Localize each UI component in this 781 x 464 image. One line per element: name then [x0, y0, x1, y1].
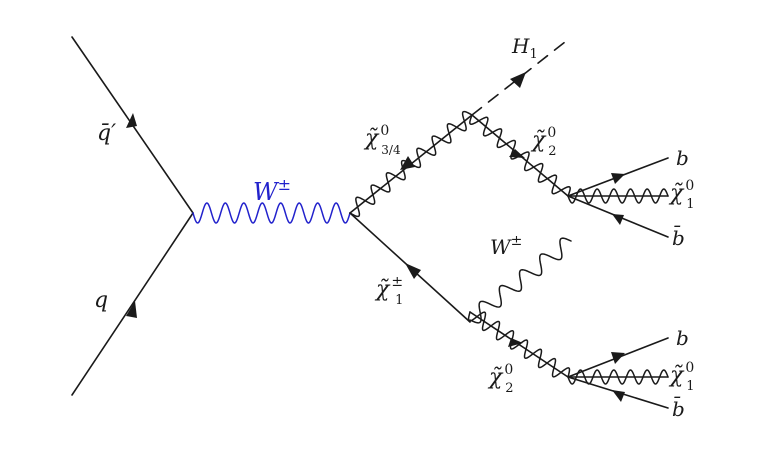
neutralino34-arrow [400, 156, 415, 170]
lower-bbar-arrow [612, 390, 625, 402]
upper-bbar-arrow [612, 214, 624, 225]
label-higgs: H1 [511, 34, 538, 62]
antiquark-arrow [126, 113, 137, 128]
lower-neutralino2-wiggle [467, 311, 571, 378]
lower-neutralino2-arrow [508, 338, 523, 347]
lower-b-arrow [611, 352, 625, 364]
lower-neutralino1-wiggle [567, 369, 669, 385]
label-lower-bbar: b̄ [672, 396, 685, 421]
label-lower-b: b [676, 326, 689, 350]
label-chargino: χ̃±1 [374, 274, 403, 308]
label-w-black: W± [490, 233, 522, 259]
upper-neutralino2-arrow [509, 149, 525, 158]
label-antiquark: q̄′ [97, 121, 116, 146]
higgs-arrow [510, 72, 526, 88]
upper-b-arrow [611, 173, 625, 184]
w-boson-emission [469, 237, 572, 324]
label-upper-b: b [676, 146, 689, 170]
label-w-blue: W± [253, 175, 291, 206]
upper-neutralino1-wiggle [567, 188, 669, 204]
w-boson-propagator [192, 202, 351, 224]
quark-arrow [126, 301, 137, 318]
label-upper-bbar: b̄ [672, 225, 685, 250]
chargino-arrow [405, 263, 421, 279]
label-quark: q [94, 288, 108, 313]
quark-line [71, 212, 194, 396]
